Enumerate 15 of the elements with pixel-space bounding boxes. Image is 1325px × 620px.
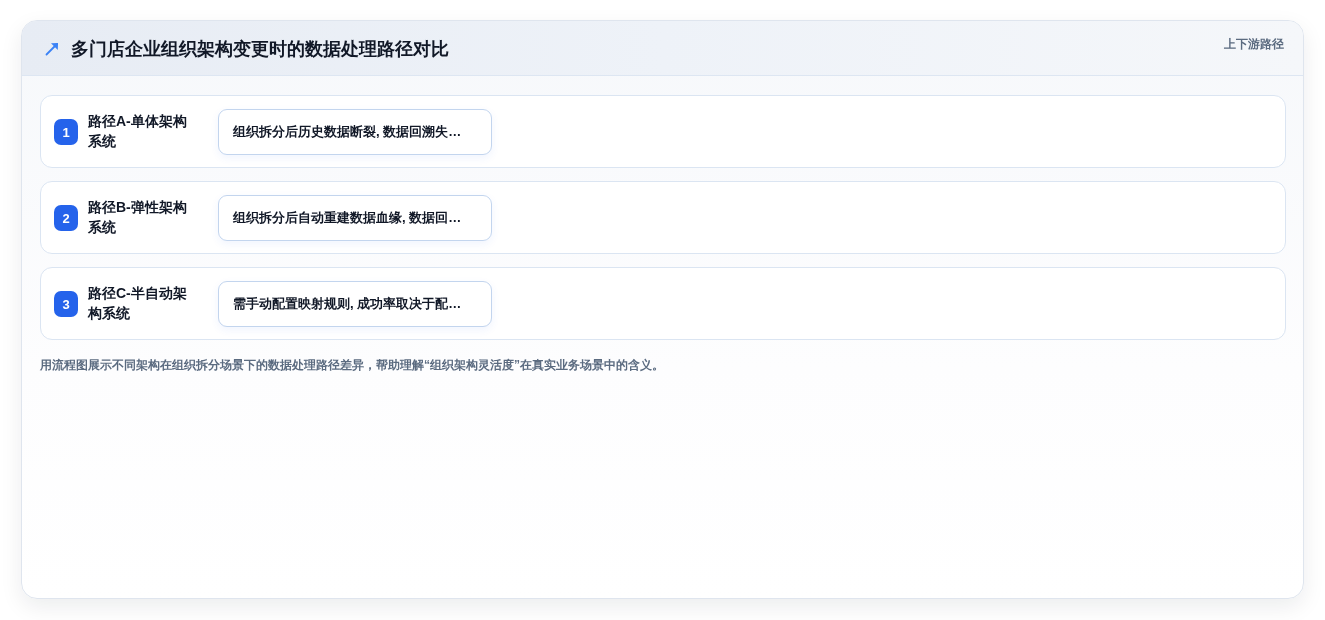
row-card — [40, 267, 1286, 340]
caption-text: 用流程图展示不同架构在组织拆分场景下的数据处理路径差异，帮助理解“组织架构灵活度”在真实业务场景中的含义。 — [40, 357, 664, 374]
diagram-title: 多门店企业组织架构变更时的数据处理路径对比 — [71, 38, 449, 61]
number-badge: 2 — [54, 205, 78, 231]
row-title: 路径B-弹性架构系统 — [88, 198, 188, 237]
number-badge: 3 — [54, 291, 78, 317]
number-badge: 1 — [54, 119, 78, 145]
row-title: 路径C-半自动架构系统 — [88, 284, 188, 323]
row-title: 路径A-单体架构系统 — [88, 112, 188, 151]
step-box: 需手动配置映射规则, 成功率取决于配… — [218, 281, 492, 327]
step-box: 组织拆分后历史数据断裂, 数据回溯失… — [218, 109, 492, 155]
row-card — [40, 95, 1286, 168]
step-box: 组织拆分后自动重建数据血缘, 数据回… — [218, 195, 492, 241]
row-card — [40, 181, 1286, 254]
header-label: 上下游路径 — [1224, 36, 1284, 52]
